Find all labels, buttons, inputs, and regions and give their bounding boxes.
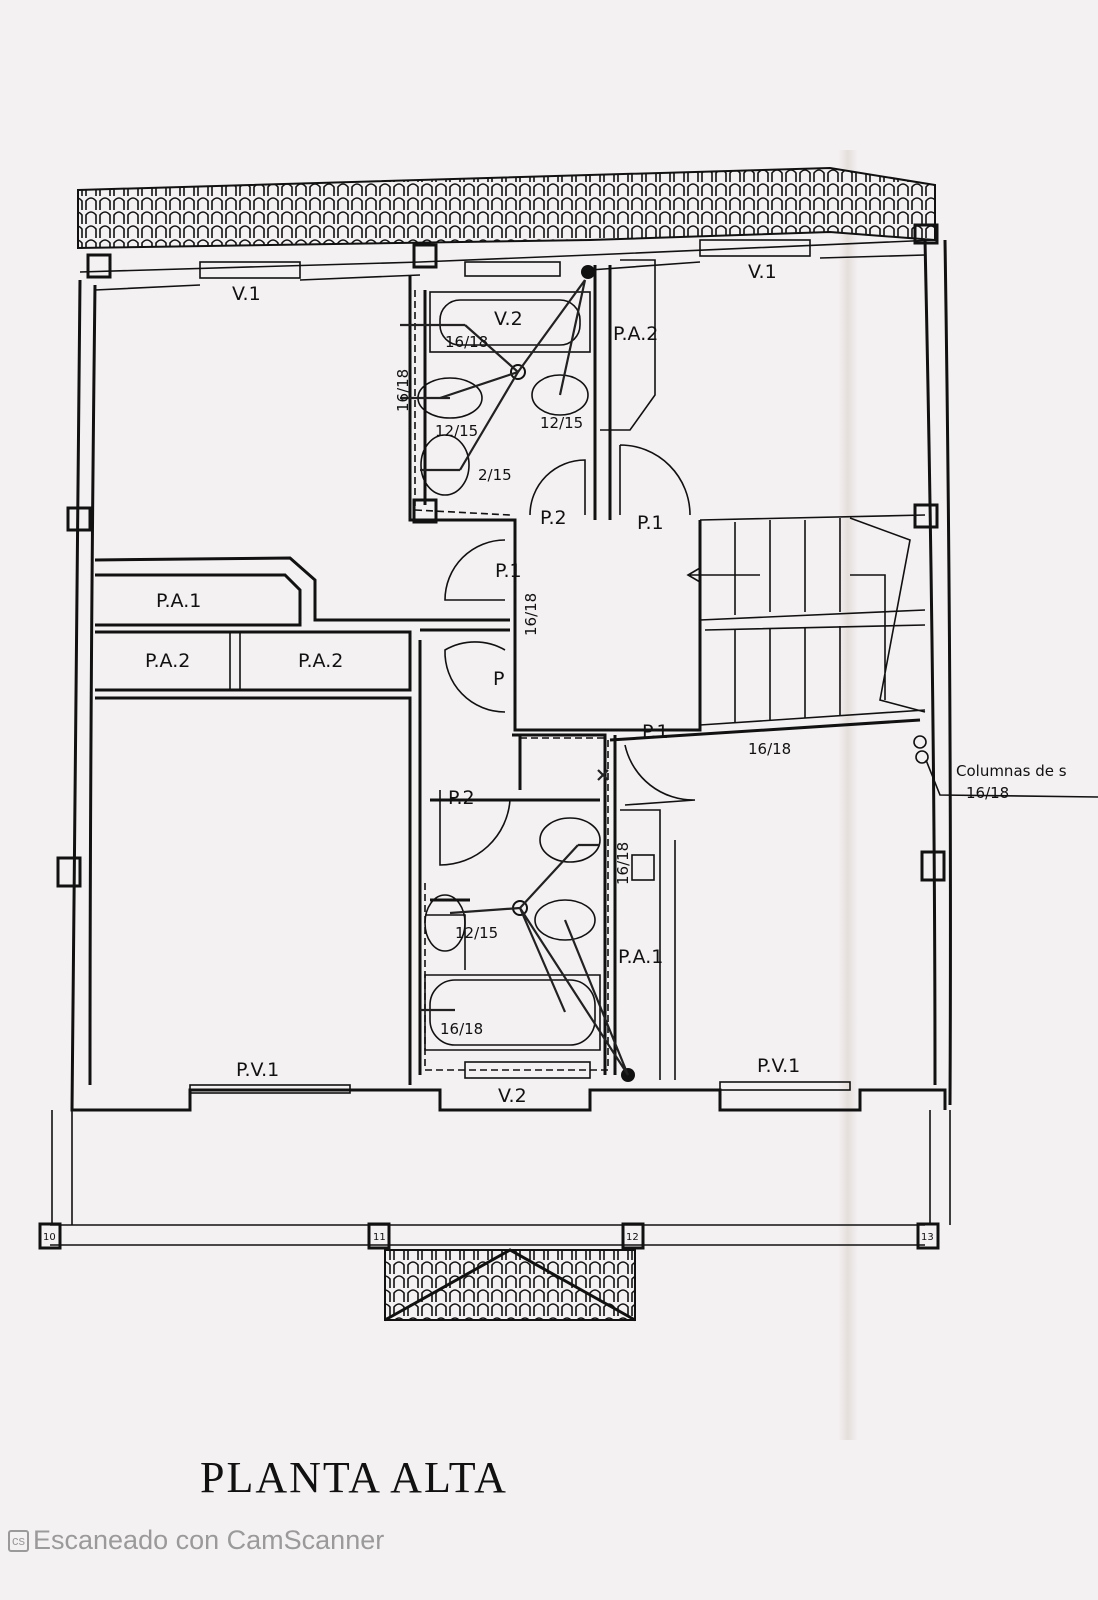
column-tag-12: 12 [621,1222,645,1250]
column-tag-10: 10 [38,1222,62,1250]
door-label: P.1 [637,512,664,534]
svg-text:13: 13 [921,1232,934,1243]
pipe-size: 16/18 [440,1020,483,1038]
pipe-size: 12/15 [540,414,583,432]
pipe-size: 12/15 [435,422,478,440]
pipe-size: 16/18 [522,593,540,636]
closet-label: P.A.1 [156,590,201,612]
annotation-columns: Columnas de s [956,762,1067,780]
closet-label: P.A.2 [613,323,658,345]
plumbing-lines [400,265,1098,1082]
door-label: P.2 [540,507,567,529]
window-door-label: P.V.1 [757,1055,800,1077]
structural-columns [50,223,951,1246]
window-door-label: P.V.1 [236,1059,279,1081]
annotation-size: 16/18 [966,784,1009,802]
staircase [686,514,926,726]
doors [439,444,696,866]
roof-tiles-bottom [384,1248,636,1322]
pipe-size: 16/18 [445,333,488,351]
window-label: V.2 [498,1085,527,1107]
watermark-text: Escaneado con CamScanner [33,1525,385,1555]
window-label: V.2 [494,308,523,330]
closet-label: P.A.2 [145,650,190,672]
fixtures [417,291,601,1046]
closet-label: P.A.2 [298,650,343,672]
pipe-size: 16/18 [748,740,791,758]
plan-title: PLANTA ALTA [200,1453,508,1502]
door-label: P [493,668,504,690]
door-label: P.2 [448,787,475,809]
window-label: V.1 [748,261,777,283]
column-tag-13: 13 [916,1222,940,1250]
camscanner-logo-icon: cs [8,1529,29,1552]
door-label: P.1 [495,560,522,582]
pipe-size: 16/18 [394,369,412,412]
interior-walls [94,259,921,1085]
pipe-size: 12/15 [455,924,498,942]
svg-text:10: 10 [43,1232,56,1243]
pipe-size: 2/15 [478,466,512,484]
closet-label: P.A.1 [618,946,663,968]
svg-text:12: 12 [626,1232,639,1243]
roof-tiles-top [77,166,936,250]
camscanner-watermark: cs Escaneado con CamScanner [8,1525,384,1556]
column-tag-11: 11 [367,1222,391,1250]
svg-text:11: 11 [373,1232,386,1243]
paper-fold [838,150,858,1440]
door-label: P.1 [642,721,669,743]
window-label: V.1 [232,283,261,305]
pipe-size: 16/18 [614,842,632,885]
